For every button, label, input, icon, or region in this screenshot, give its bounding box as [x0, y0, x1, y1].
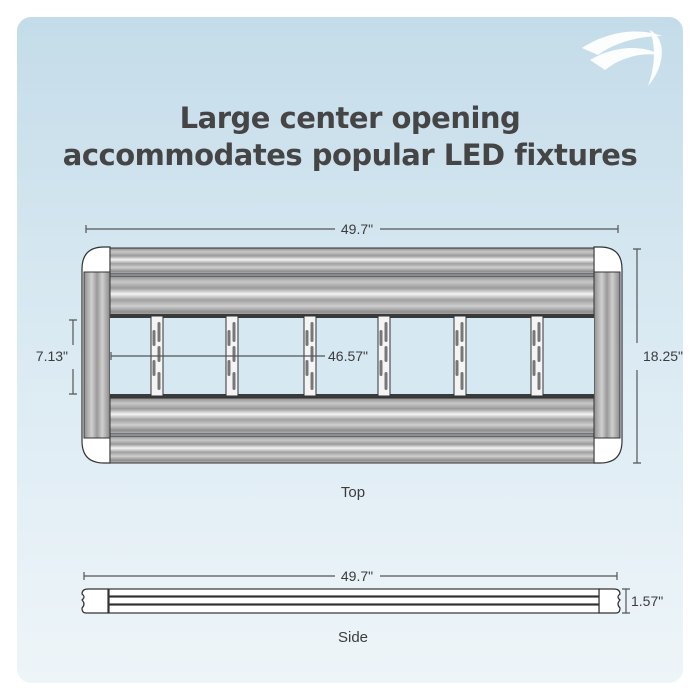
- top-length-label: 49.7": [341, 221, 373, 237]
- side-view-caption: Side: [338, 629, 368, 646]
- bracket: [530, 315, 544, 397]
- top-width-label: 18.25": [643, 348, 683, 364]
- headline-line-1: Large center opening: [179, 101, 521, 135]
- bracket: [377, 315, 391, 397]
- top-view-caption: Top: [341, 484, 365, 501]
- top-dimension-lines: [69, 225, 641, 464]
- side-view-drawing: [81, 588, 621, 614]
- headline-line-2: accommodates popular LED fixtures: [62, 138, 638, 172]
- bracket: [453, 315, 467, 397]
- support-brackets: [150, 315, 544, 397]
- headline: Large center opening accommodates popula…: [0, 100, 700, 174]
- brand-logo: [582, 30, 662, 86]
- opening-width-label: 7.13": [36, 348, 68, 364]
- opening-length-label: 46.57": [328, 348, 368, 364]
- side-length-label: 49.7": [341, 568, 373, 584]
- side-dimension-lines: [83, 572, 630, 614]
- side-height-label: 1.57": [631, 593, 663, 609]
